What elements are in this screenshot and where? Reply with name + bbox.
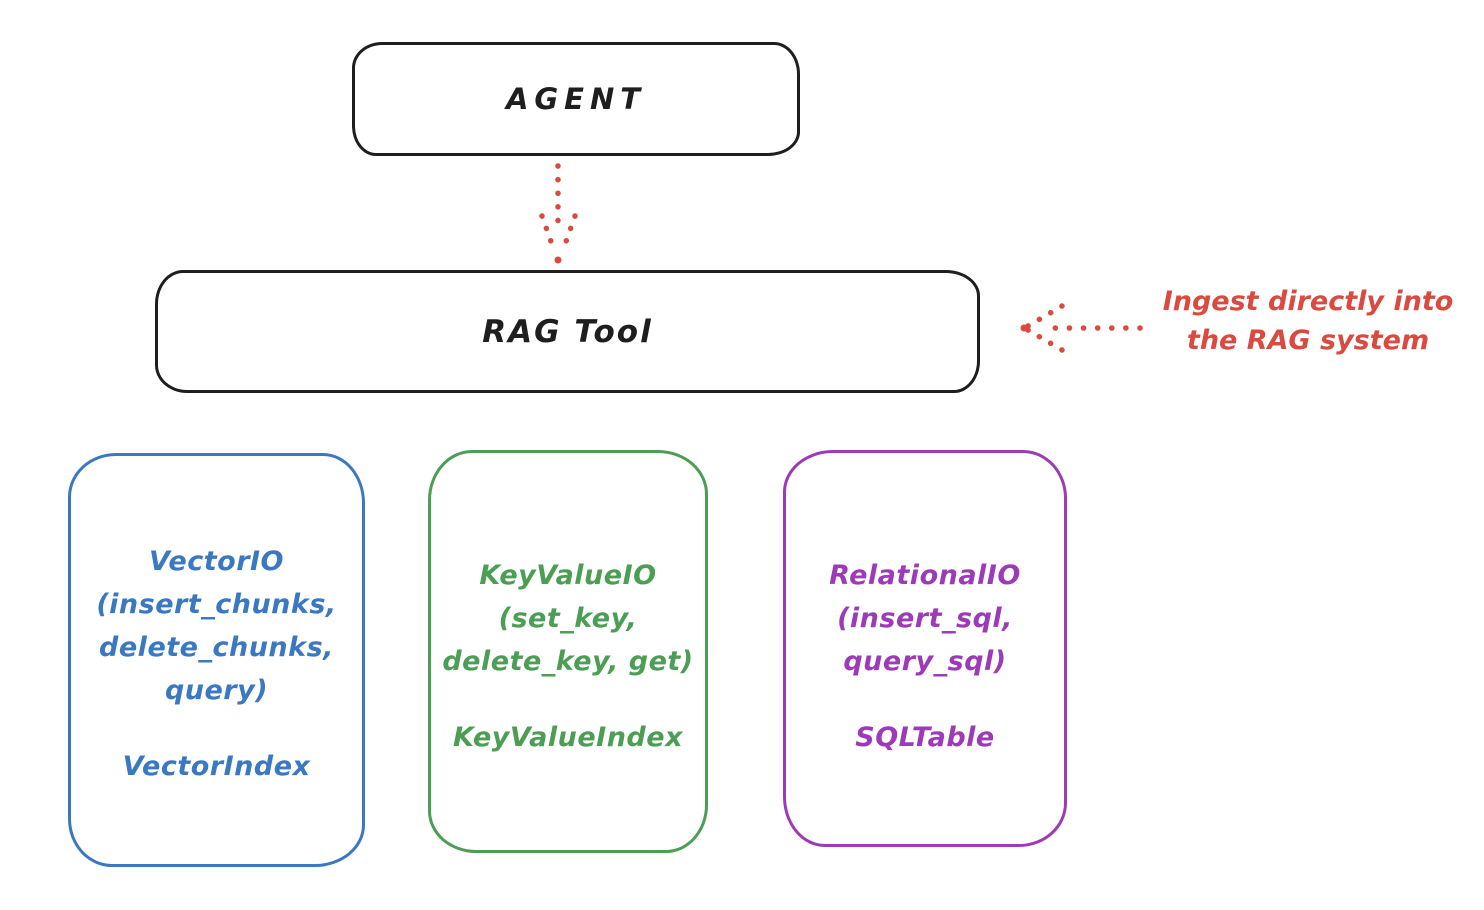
key-value-index-label: KeyValueIndex [453,722,683,753]
sql-table-label: SQLTable [855,722,995,753]
ingest-annotation-line2: the RAG system [1186,325,1430,356]
agent-label: AGENT [505,82,647,116]
key-value-io-methods-line2: delete_key, get) [442,646,694,677]
vector-io-methods-line3: query) [164,675,269,706]
vector-io-box: VectorIO (insert_chunks, delete_chunks, … [68,453,365,867]
ingest-annotation-line1: Ingest directly into [1162,286,1454,317]
key-value-io-title: KeyValueIO [479,560,657,591]
key-value-io-box: KeyValueIO (set_key, delete_key, get) Ke… [428,450,708,853]
agent-to-ragtool-arrow-icon [539,163,578,264]
ingest-annotation: Ingest directly into the RAG system [1140,282,1476,360]
rag-tool-label: RAG Tool [482,313,653,350]
relational-io-title: RelationalIO [829,560,1021,591]
vector-index-label: VectorIndex [122,751,311,782]
vector-io-title: VectorIO [148,546,285,577]
relational-io-box: RelationalIO (insert_sql, query_sql) SQL… [783,450,1067,847]
relational-io-methods-line1: (insert_sql, [837,603,1013,634]
annotation-to-ragtool-arrow-icon [1020,303,1143,353]
rag-tool-box: RAG Tool [155,270,980,393]
vector-io-methods-line1: (insert_chunks, [96,589,337,620]
agent-box: AGENT [352,42,800,156]
relational-io-methods-line2: query_sql) [843,646,1007,677]
key-value-io-methods-line1: (set_key, [498,603,638,634]
vector-io-methods-line2: delete_chunks, [99,632,334,663]
